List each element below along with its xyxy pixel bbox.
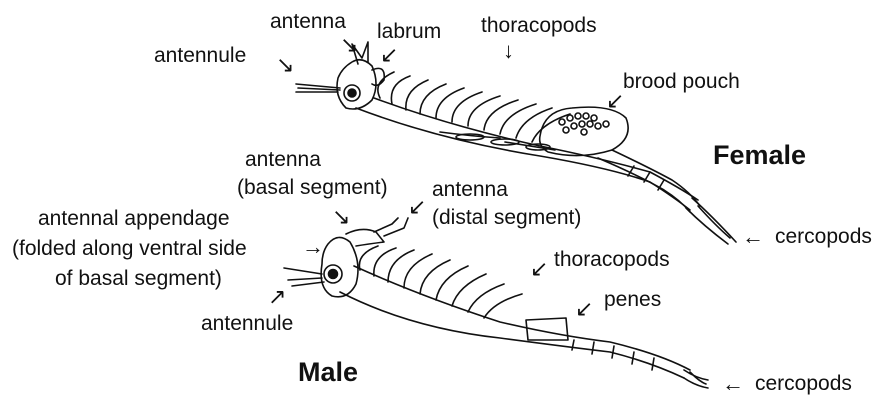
female-antennule: [296, 84, 340, 92]
male-appendage-label-3: of basal segment): [55, 267, 222, 290]
male-cercopods-arrow: ←: [722, 373, 744, 395]
female-thoracopods-label: thoracopods: [481, 14, 597, 37]
male-title: Male: [298, 357, 358, 388]
male-cercopods-label: cercopods: [755, 372, 852, 395]
female-labrum-label: labrum: [377, 20, 441, 43]
male-antenna-basal-label-2: (basal segment): [237, 176, 388, 199]
female-antennule-label: antennule: [154, 44, 246, 67]
female-antenna-arrow: ↘: [340, 34, 358, 56]
female-labrum-arrow: ↙: [380, 44, 398, 66]
male-antenna-basal-label-1: antenna: [245, 148, 321, 171]
male-antenna-distal-arrow: ↙: [408, 196, 426, 218]
female-title: Female: [713, 140, 806, 171]
male-thoracopods-arrow: ↙: [530, 258, 548, 280]
female-head: [337, 60, 376, 109]
female-brood-pouch-arrow: ↙: [606, 90, 624, 112]
male-penes-arrow: ↙: [575, 298, 593, 320]
brood-pouch-eggs: [559, 113, 609, 135]
female-thoracopods-arrow: ↓: [503, 40, 514, 62]
male-appendage-arrow: →: [302, 236, 324, 258]
female-body: [374, 98, 698, 200]
male-thoracopods: [359, 246, 522, 318]
male-cercopods: [684, 370, 708, 388]
male-antennule-label: antennule: [201, 312, 293, 335]
female-brood-pouch-label: brood pouch: [623, 70, 740, 93]
female-cercopods: [686, 198, 736, 244]
female-abdomen: [598, 150, 700, 212]
male-thoracopods-label: thoracopods: [554, 248, 670, 271]
male-antenna-distal-label-1: antenna: [432, 178, 508, 201]
male-penes-label: penes: [604, 288, 661, 311]
male-antenna-basal-arrow: ↘: [332, 206, 350, 228]
male-body: [340, 266, 690, 378]
male-antenna-distal-label-2: (distal segment): [432, 206, 581, 229]
male-antennule-arrow: ↗: [268, 286, 286, 308]
male-appendage-label-2: (folded along ventral side: [12, 237, 247, 260]
male-antennule: [284, 268, 324, 286]
female-cercopods-arrow: ←: [742, 226, 764, 248]
male-appendage-label-1: antennal appendage: [38, 207, 230, 230]
female-antenna-label: antenna: [270, 10, 346, 33]
female-antennule-arrow: ↘: [276, 54, 294, 76]
female-cercopods-label: cercopods: [775, 225, 872, 248]
male-antenna: [346, 218, 408, 246]
